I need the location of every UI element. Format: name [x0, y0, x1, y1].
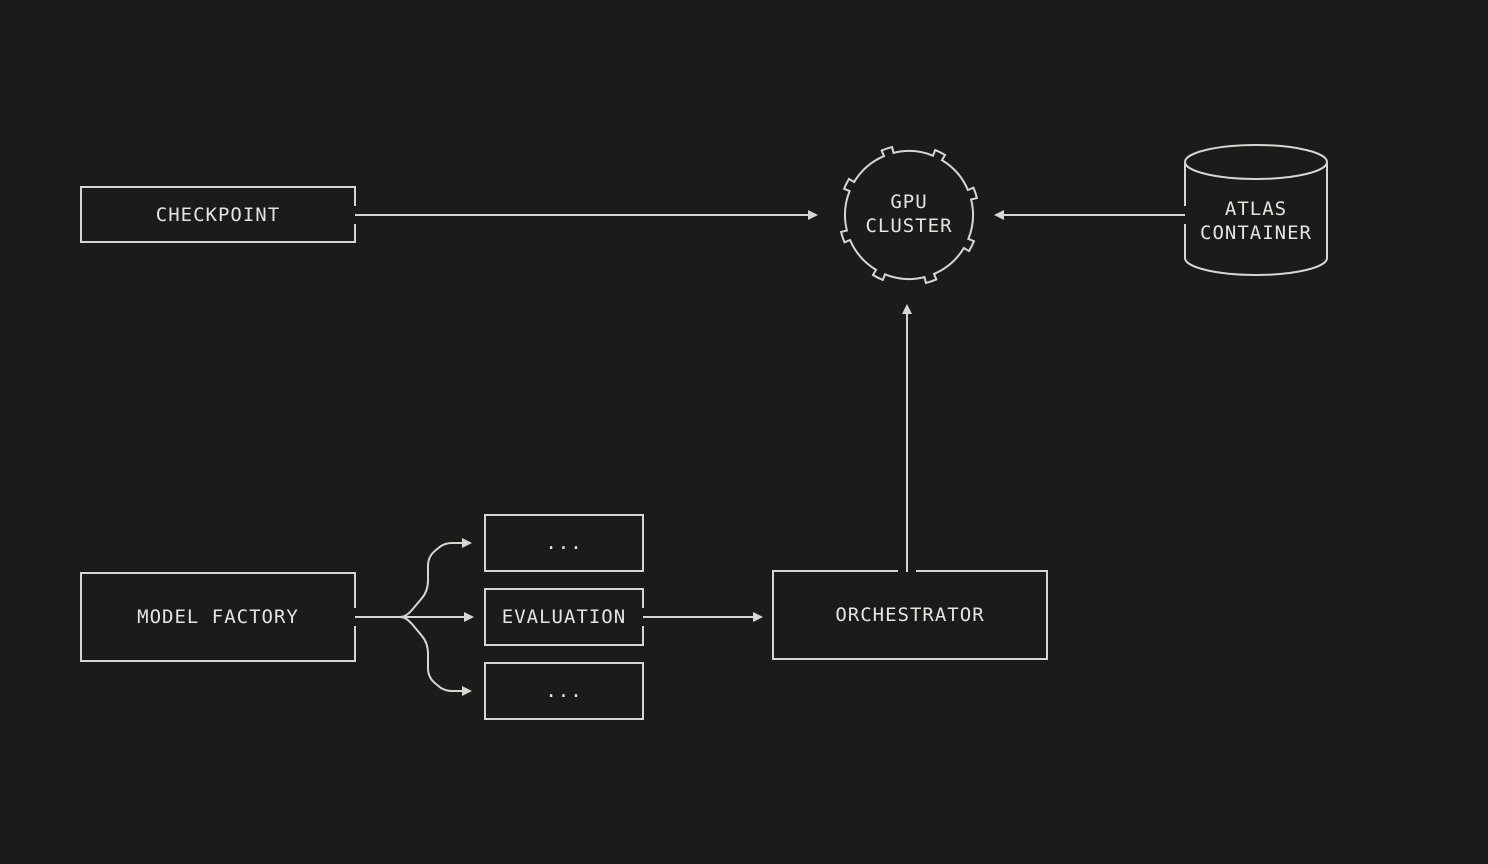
- edge-factory-to-branch-bottom: [399, 616, 463, 692]
- branch-bottom-node[interactable]: ...: [484, 662, 644, 720]
- edge-checkpoint-to-gpu: [355, 210, 818, 220]
- arrowhead: [994, 210, 1004, 220]
- gpu-cluster-node[interactable]: GPU CLUSTER: [839, 145, 979, 285]
- evaluation-box: [484, 588, 644, 646]
- gpu-cluster-gear: [839, 145, 979, 285]
- atlas-container-cylinder: [1184, 144, 1328, 276]
- gpu-cluster-label-line2: CLUSTER: [865, 215, 952, 237]
- orchestrator-node[interactable]: ORCHESTRATOR: [772, 570, 1048, 660]
- checkpoint-box: [80, 186, 356, 243]
- orchestrator-label: ORCHESTRATOR: [835, 604, 984, 626]
- gpu-cluster-label-line1: GPU: [890, 191, 927, 213]
- edge-atlas-to-gpu: [994, 210, 1185, 220]
- atlas-container-node[interactable]: ATLAS CONTAINER: [1184, 144, 1328, 276]
- arrowhead: [464, 612, 474, 622]
- model-factory-box: [80, 572, 356, 662]
- branch-top-label: ...: [545, 532, 582, 554]
- arrowhead: [902, 304, 912, 314]
- branch-top-node[interactable]: ...: [484, 514, 644, 572]
- checkpoint-label: CHECKPOINT: [156, 204, 280, 226]
- evaluation-node[interactable]: EVALUATION: [484, 588, 644, 646]
- edge-orchestrator-to-gpu: [902, 304, 912, 572]
- edge-factory-to-branch-top: [399, 542, 463, 618]
- checkpoint-node[interactable]: CHECKPOINT: [80, 186, 356, 243]
- branch-bottom-box: [484, 662, 644, 720]
- arrowhead: [753, 612, 763, 622]
- arrowhead: [808, 210, 818, 220]
- model-factory-node[interactable]: MODEL FACTORY: [80, 572, 356, 662]
- model-factory-label: MODEL FACTORY: [137, 606, 299, 628]
- branch-bottom-label: ...: [545, 680, 582, 702]
- arrowhead: [462, 538, 472, 548]
- edge-evaluation-to-orchestrator: [643, 612, 763, 622]
- atlas-container-label-line1: ATLAS: [1225, 198, 1287, 220]
- evaluation-label: EVALUATION: [502, 606, 626, 628]
- branch-top-box: [484, 514, 644, 572]
- edge-factory-fanout: [355, 538, 474, 696]
- arrowhead: [462, 686, 472, 696]
- orchestrator-box: [772, 570, 1048, 660]
- atlas-container-label-line2: CONTAINER: [1200, 222, 1312, 244]
